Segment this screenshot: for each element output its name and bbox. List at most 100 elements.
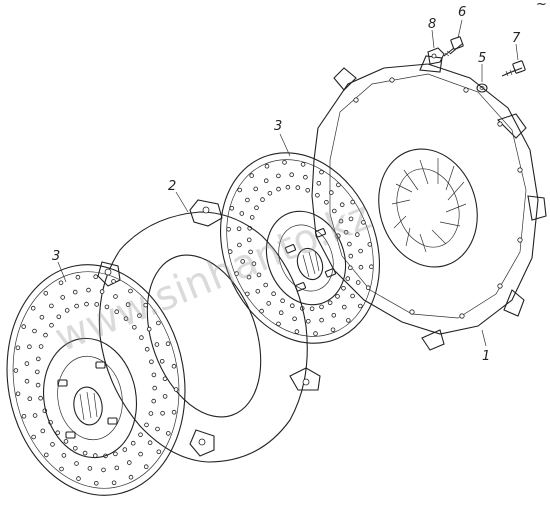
rivet-hole bbox=[341, 285, 346, 291]
rivet-hole bbox=[171, 363, 177, 369]
rivet-hole bbox=[264, 163, 270, 169]
rivet-hole bbox=[251, 261, 257, 267]
rivet-hole bbox=[139, 335, 144, 340]
rivet-hole bbox=[303, 174, 308, 180]
rivet-hole bbox=[267, 191, 273, 196]
rivet-hole bbox=[331, 208, 337, 214]
rivet-hole bbox=[55, 430, 60, 436]
rivet-hole bbox=[128, 288, 133, 294]
rivet-hole bbox=[160, 410, 165, 416]
rivet-hole bbox=[254, 205, 259, 211]
rivet-hole bbox=[84, 301, 89, 307]
rivet-hole bbox=[369, 264, 374, 270]
driven-disc-rear bbox=[219, 152, 381, 344]
rivet-hole bbox=[38, 395, 43, 401]
rivet-hole bbox=[15, 391, 21, 397]
rivet-hole bbox=[166, 431, 171, 436]
rivet-hole bbox=[75, 274, 81, 280]
rivet-hole bbox=[21, 324, 27, 329]
callout-part-7: 7 bbox=[512, 31, 521, 46]
rivet-hole bbox=[64, 308, 70, 313]
rivet-hole bbox=[125, 302, 131, 307]
callout-part-1: 1 bbox=[482, 349, 490, 364]
rivet-hole bbox=[249, 173, 255, 178]
rivet-hole bbox=[282, 160, 287, 165]
rivet-hole bbox=[315, 193, 320, 198]
rivet-hole bbox=[328, 190, 334, 195]
rivet-hole bbox=[341, 304, 347, 310]
rivet-hole bbox=[63, 439, 69, 444]
rivet-hole bbox=[144, 422, 149, 428]
rivet-hole bbox=[278, 310, 284, 316]
rivet-hole bbox=[15, 345, 21, 351]
rivet-hole bbox=[27, 396, 33, 402]
rivet-hole bbox=[239, 211, 245, 216]
rivet-hole bbox=[248, 249, 253, 255]
rivet-hole bbox=[289, 303, 295, 309]
rivet-hole bbox=[305, 318, 311, 324]
rivet-hole bbox=[21, 413, 27, 419]
rivet-hole bbox=[162, 376, 168, 382]
rivet-hole bbox=[39, 314, 45, 320]
rivet-hole bbox=[31, 434, 36, 440]
rivet-hole bbox=[72, 289, 78, 295]
rivet-hole bbox=[132, 324, 137, 330]
rivet-hole bbox=[276, 186, 281, 192]
rivet-hole bbox=[58, 280, 64, 286]
rivet-hole bbox=[30, 305, 36, 311]
rivet-hole bbox=[149, 359, 154, 365]
rivet-hole bbox=[357, 303, 363, 309]
rivet-hole bbox=[122, 447, 128, 452]
rivet-hole bbox=[253, 186, 259, 192]
rivet-hole bbox=[236, 226, 242, 232]
rivet-hole bbox=[93, 274, 98, 280]
rivet-hole bbox=[335, 294, 340, 299]
rivet-hole bbox=[49, 303, 54, 309]
rivet-hole bbox=[234, 271, 239, 276]
rivet-hole bbox=[316, 181, 322, 186]
intermediate-plate bbox=[97, 199, 321, 463]
rivet-hole bbox=[347, 265, 353, 271]
rivet-hole bbox=[292, 316, 297, 322]
rivet-hole bbox=[35, 356, 41, 362]
leader-lines bbox=[57, 19, 519, 347]
rivet-hole bbox=[87, 466, 93, 471]
rivet-hole bbox=[144, 346, 150, 352]
rivet-hole bbox=[156, 320, 161, 326]
rivet-hole bbox=[50, 442, 55, 447]
rivet-hole bbox=[123, 316, 129, 321]
rivet-hole bbox=[300, 162, 306, 167]
callout-part-2: 2 bbox=[168, 179, 176, 194]
rivet-hole bbox=[319, 317, 324, 323]
rivet-hole bbox=[152, 385, 158, 391]
rivet-hole bbox=[339, 202, 345, 208]
rivet-hole bbox=[162, 394, 168, 399]
bolt-part-6 bbox=[443, 36, 464, 57]
rivet-hole bbox=[159, 358, 165, 364]
rivet-hole bbox=[101, 467, 106, 473]
rivet-hole bbox=[280, 298, 285, 304]
rivet-hole bbox=[319, 304, 324, 310]
rivet-hole bbox=[151, 372, 157, 378]
rivet-hole bbox=[146, 326, 152, 332]
rivet-hole bbox=[143, 464, 149, 470]
rivet-hole bbox=[27, 344, 32, 350]
rivet-hole bbox=[255, 288, 261, 294]
rivet-hole bbox=[350, 293, 355, 299]
rivet-hole bbox=[155, 426, 160, 432]
rivet-hole bbox=[114, 465, 120, 471]
rivet-hole bbox=[49, 322, 54, 328]
rivet-hole bbox=[59, 466, 64, 472]
rivet-hole bbox=[93, 453, 98, 458]
rivet-hole bbox=[327, 300, 333, 306]
rivet-hole bbox=[256, 272, 262, 278]
rivet-hole bbox=[331, 312, 337, 318]
rivet-hole bbox=[271, 291, 276, 297]
rivet-hole bbox=[94, 302, 99, 307]
rivet-hole bbox=[35, 382, 41, 388]
rivet-hole bbox=[343, 230, 349, 235]
callout-part-8: 8 bbox=[428, 17, 436, 32]
rivet-hole bbox=[276, 173, 281, 179]
rivet-hole bbox=[355, 280, 361, 285]
